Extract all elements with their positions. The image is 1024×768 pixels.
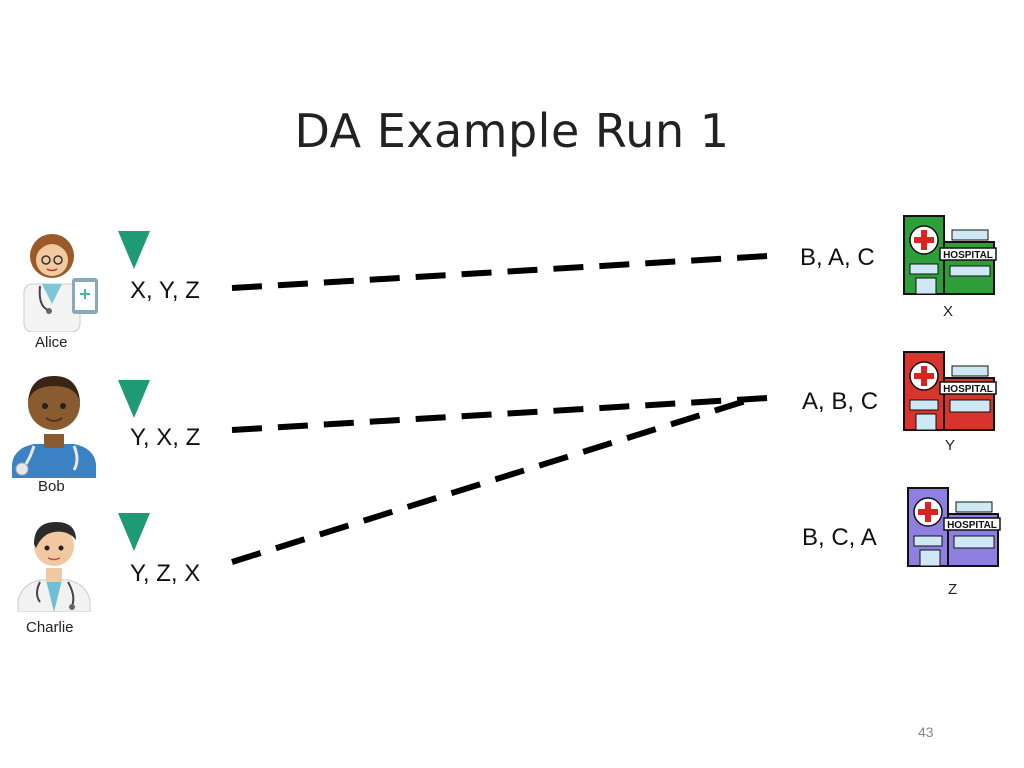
hospital-prefs-y: A, B, C [802,388,879,415]
hospital-name-x: X [943,303,954,320]
proposal-marker-alice [118,231,150,269]
page-number: 43 [918,724,934,740]
doctor-name-alice: Alice [35,334,68,351]
doctor-name-bob: Bob [38,478,65,495]
hospital-x-icon: HOSPITAL [903,215,997,295]
proposal-marker-charlie [118,513,150,551]
doctor-name-charlie: Charlie [26,619,74,636]
doctor-prefs-alice: X, Y, Z [130,277,200,304]
proposal-line-bob-y [231,395,769,433]
proposal-line-charlie-y [231,395,756,565]
svg-text:HOSPITAL: HOSPITAL [947,520,997,531]
hospital-y-icon: HOSPITAL [903,351,997,431]
hospital-name-y: Y [945,437,956,454]
doctor-charlie-avatar [17,522,91,612]
proposal-line-alice-x [231,253,769,291]
doctor-prefs-charlie: Y, Z, X [130,560,201,587]
doctor-alice-avatar [23,234,98,332]
svg-text:HOSPITAL: HOSPITAL [943,250,993,261]
hospital-name-z: Z [948,581,958,598]
hospital-prefs-x: B, A, C [800,244,875,271]
proposal-marker-bob [118,380,150,418]
slide-title: DA Example Run 1 [294,104,730,158]
doctor-prefs-bob: Y, X, Z [130,424,201,451]
svg-text:HOSPITAL: HOSPITAL [943,384,993,395]
doctor-bob-avatar [12,376,96,478]
hospital-z-icon: HOSPITAL [907,487,1001,567]
hospital-prefs-z: B, C, A [802,524,877,551]
